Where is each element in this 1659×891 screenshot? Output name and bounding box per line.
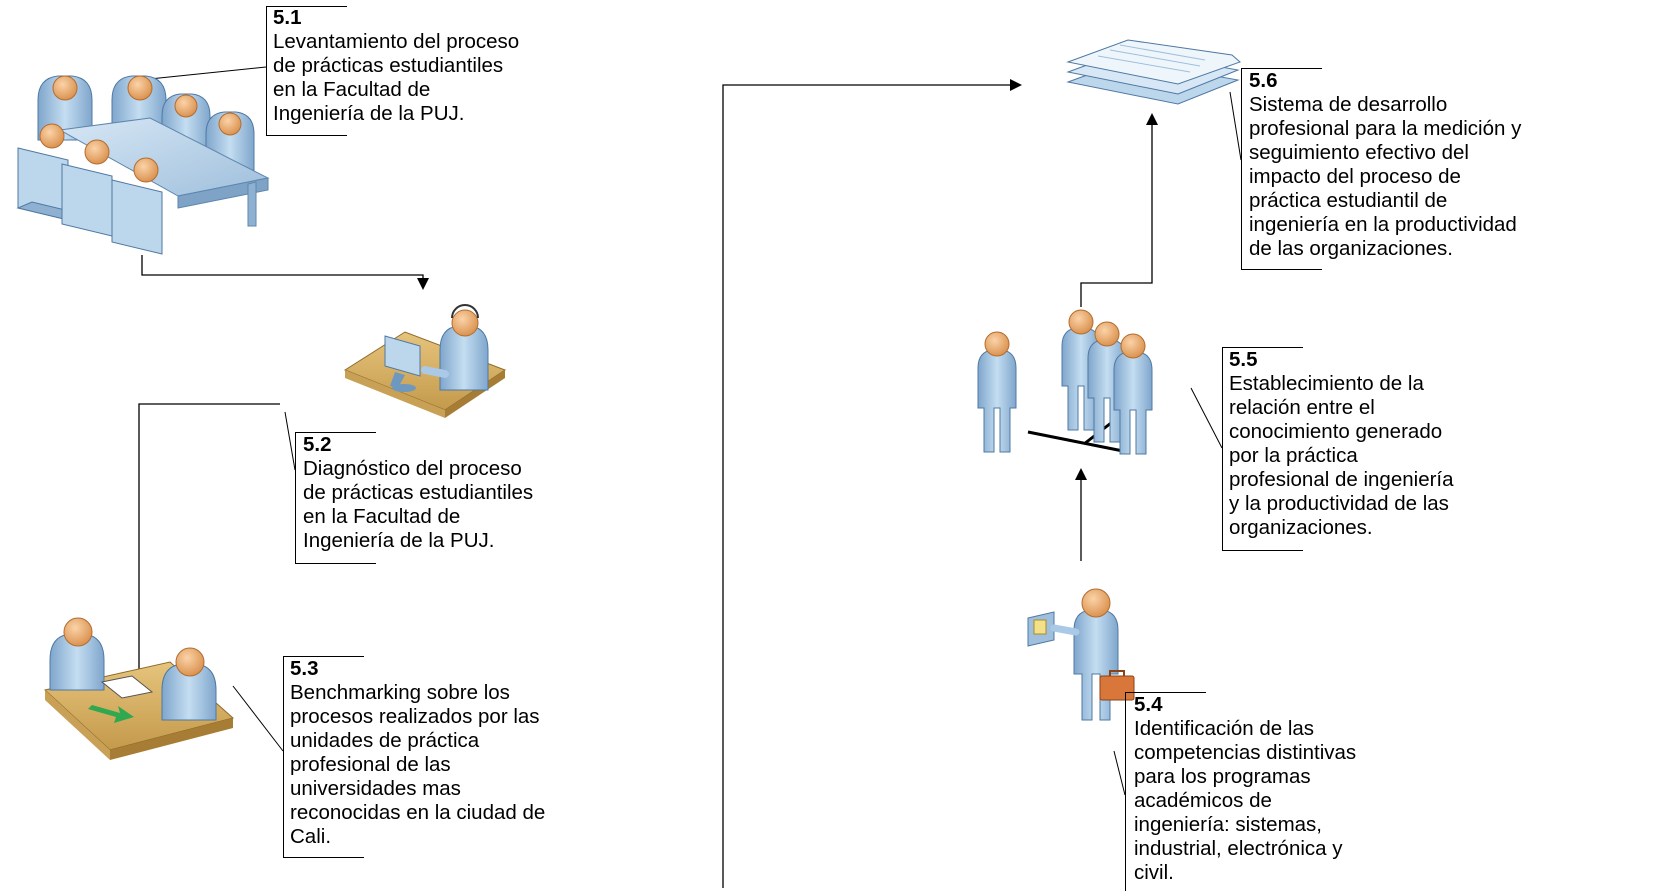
leader-line-5-5	[1190, 387, 1223, 449]
callout-bracket-5-1	[266, 6, 347, 136]
step-description: Identificación de las competencias disti…	[1134, 717, 1357, 884]
connector-5-1-to-5-2	[141, 255, 429, 290]
people-group-icon	[977, 309, 1153, 455]
professional-with-briefcase-icon	[1027, 588, 1135, 721]
callout-bracket-5-5	[1222, 347, 1303, 551]
leader-line-5-1	[139, 66, 267, 81]
step-number: 5.2	[303, 433, 332, 456]
step-number: 5.5	[1229, 348, 1258, 371]
step-description: Sistema de desarrollo profesional para l…	[1249, 93, 1522, 260]
callout-bracket-5-2	[295, 432, 376, 564]
document-exchange-icon	[43, 617, 235, 760]
step-description: Levantamiento del proceso de prácticas e…	[273, 30, 520, 125]
leader-line-5-3	[232, 685, 284, 752]
step-5-2: 5.2 Diagnóstico del proceso de prácticas…	[303, 433, 533, 553]
callout-bracket-5-6	[1241, 68, 1322, 270]
step-5-5: 5.5 Establecimiento de la relación entre…	[1229, 348, 1454, 540]
step-5-6: 5.6 Sistema de desarrollo profesional pa…	[1249, 69, 1521, 261]
connector-to-5-6	[722, 79, 1022, 888]
leader-line-5-6	[1229, 91, 1242, 161]
connector-5-5-to-5-6	[1080, 113, 1158, 307]
step-5-3: 5.3 Benchmarking sobre los procesos real…	[290, 657, 545, 849]
stacked-documents-icon	[1066, 39, 1241, 105]
step-description: Diagnóstico del proceso de prácticas est…	[303, 457, 534, 552]
step-number: 5.3	[290, 657, 319, 680]
step-5-1: 5.1 Levantamiento del proceso de práctic…	[273, 6, 519, 126]
connector-5-2-to-5-3	[133, 403, 280, 683]
callout-bracket-5-4	[1125, 692, 1206, 891]
callout-bracket-5-3	[283, 656, 364, 858]
computer-operator-icon	[343, 304, 507, 418]
step-description: Establecimiento de la relación entre el …	[1229, 372, 1454, 539]
step-description: Benchmarking sobre los procesos realizad…	[290, 681, 546, 848]
step-number: 5.1	[273, 6, 302, 29]
leader-line-5-2	[284, 411, 296, 471]
meeting-table-icon	[16, 75, 270, 255]
step-number: 5.4	[1134, 693, 1163, 716]
step-number: 5.6	[1249, 69, 1278, 92]
leader-line-5-4	[1113, 750, 1126, 796]
step-5-4: 5.4 Identificación de las competencias d…	[1134, 693, 1356, 885]
